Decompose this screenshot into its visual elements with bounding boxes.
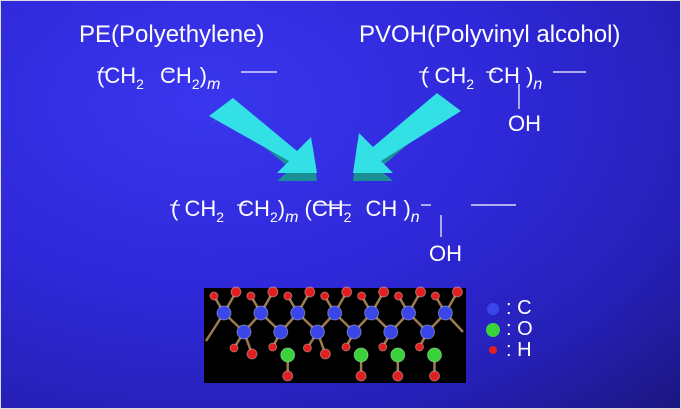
pvoh-formula: ( CH2 CH )n <box>421 63 543 93</box>
legend-atoms <box>486 303 500 354</box>
legend-oxygen-ball-icon <box>486 323 500 337</box>
carbon-atom <box>437 305 453 321</box>
hydrogen-atom <box>415 286 426 298</box>
carbon-atom <box>236 324 252 340</box>
hydrogen-atom <box>302 343 312 353</box>
legend: : C : O : H <box>506 298 533 361</box>
hydrogen-atom <box>415 342 424 352</box>
hydrogen-atom <box>230 286 242 298</box>
legend-oxygen: : O <box>506 318 533 340</box>
hydrogen-atom <box>429 370 440 382</box>
hydrogen-atom <box>267 286 279 298</box>
oxygen-atom <box>353 347 369 363</box>
hydrogen-atom <box>246 291 256 301</box>
hydrogen-atom <box>392 370 404 382</box>
hydrogen-atom <box>451 286 463 298</box>
carbon-atom <box>253 305 269 321</box>
carbon-atom <box>327 305 343 321</box>
carbon-atom <box>346 324 362 340</box>
legend-hydrogen: : H <box>506 339 532 361</box>
hydrogen-atom <box>304 286 316 298</box>
hydrogen-atom <box>341 342 351 352</box>
pvoh-oh: OH <box>508 111 541 136</box>
hydrogen-atom <box>355 370 367 382</box>
oxygen-atom <box>280 347 296 363</box>
formula-bonds <box>97 71 586 237</box>
carbon-atom <box>216 305 232 321</box>
left-arrow-icon <box>209 98 317 181</box>
carbon-atom <box>420 324 435 340</box>
hydrogen-atom <box>378 286 390 298</box>
carbon-atom <box>309 324 325 340</box>
hydrogen-atom <box>209 291 219 301</box>
carbon-atom <box>401 305 416 321</box>
hydrogen-atom <box>430 291 440 301</box>
legend-hydrogen-ball-icon <box>489 346 497 354</box>
carbon-atom <box>383 324 399 340</box>
hydrogen-atom <box>341 286 353 298</box>
hydrogen-atom <box>319 348 331 360</box>
hydrogen-atom <box>282 370 294 382</box>
hydrogen-atom <box>268 342 278 352</box>
copolymer-formula: ( CH2 CH2)m (CH2 CH )n <box>171 196 420 226</box>
carbon-atom <box>273 324 289 340</box>
carbon-atom <box>290 305 306 321</box>
pvoh-ethylene-molecule-model <box>204 286 464 382</box>
hydrogen-atom <box>394 291 403 301</box>
hydrogen-atom <box>229 343 239 353</box>
hydrogen-atom <box>320 291 330 301</box>
carbon-atom <box>364 305 380 321</box>
pe-title: PE(Polyethylene) <box>79 21 265 48</box>
hydrogen-atom <box>246 348 258 360</box>
oxygen-atom <box>390 347 406 363</box>
copolymer-oh: OH <box>429 241 462 266</box>
hydrogen-atom <box>378 342 388 352</box>
hydrogen-atom <box>357 291 367 301</box>
legend-carbon-ball-icon <box>487 303 499 315</box>
right-arrow-icon <box>353 93 461 181</box>
pe-formula: (CH2 CH2)m <box>97 63 221 93</box>
hydrogen-atom <box>283 291 293 301</box>
pvoh-title: PVOH(Polyvinyl alcohol) <box>359 21 621 48</box>
oxygen-atom <box>427 347 442 363</box>
legend-carbon: : C <box>506 297 532 319</box>
